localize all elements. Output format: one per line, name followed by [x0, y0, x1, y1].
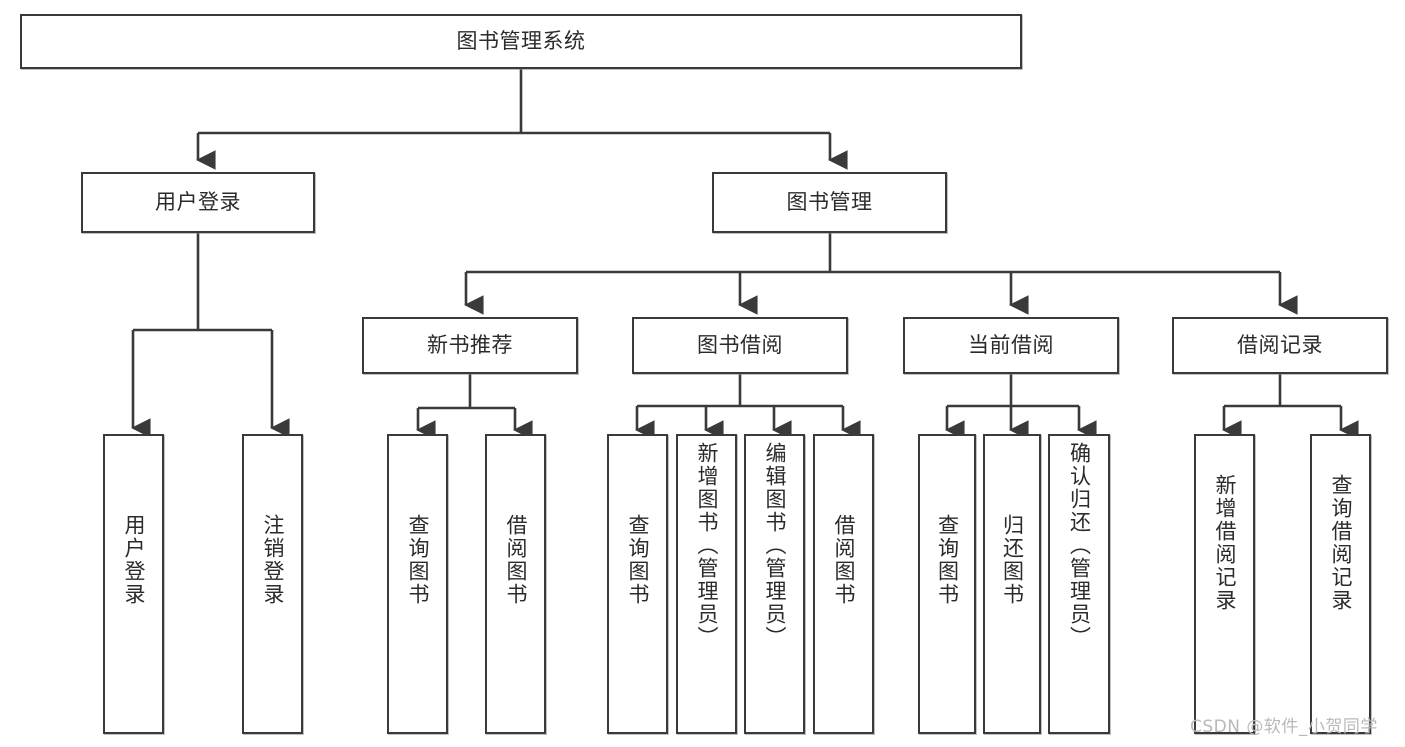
node-leaf-user-logout-label: 注销登录 — [261, 514, 285, 606]
node-leaf-borrow-book-1[interactable]: 借阅图书 — [485, 434, 546, 734]
node-leaf-return-book-label: 归还图书 — [1000, 514, 1025, 606]
node-leaf-return-book[interactable]: 归还图书 — [983, 434, 1041, 734]
node-leaf-user-login-label: 用户登录 — [122, 514, 146, 606]
node-leaf-user-logout[interactable]: 注销登录 — [242, 434, 303, 734]
node-root-label: 图书管理系统 — [456, 29, 586, 54]
node-root[interactable]: 图书管理系统 — [20, 14, 1022, 69]
node-leaf-query-book-1-label: 查询图书 — [406, 514, 430, 606]
node-leaf-borrow-book-2[interactable]: 借阅图书 — [813, 434, 874, 734]
node-leaf-edit-book-label: 编辑图书（管理员） — [763, 442, 787, 649]
node-leaf-query-book-3[interactable]: 查询图书 — [918, 434, 976, 734]
node-leaf-query-book-3-label: 查询图书 — [935, 514, 960, 606]
node-book-manage-label: 图书管理 — [786, 190, 873, 215]
node-current-borrow-label: 当前借阅 — [968, 333, 1054, 358]
node-leaf-add-record-label: 新增借阅记录 — [1213, 474, 1237, 612]
node-leaf-add-record[interactable]: 新增借阅记录 — [1194, 434, 1255, 734]
node-user-login-label: 用户登录 — [155, 190, 241, 215]
csdn-watermark: CSDN @软件_小贺同学 — [1190, 717, 1378, 737]
node-borrow-record-label: 借阅记录 — [1237, 333, 1323, 358]
node-user-login[interactable]: 用户登录 — [81, 172, 315, 233]
node-leaf-add-book-label: 新增图书（管理员） — [695, 442, 719, 649]
node-new-book-rec[interactable]: 新书推荐 — [362, 317, 578, 374]
node-book-borrow-label: 图书借阅 — [697, 333, 783, 358]
node-leaf-confirm-return[interactable]: 确认归还（管理员） — [1048, 434, 1110, 734]
node-leaf-query-record-label: 查询借阅记录 — [1329, 474, 1353, 612]
node-leaf-confirm-return-label: 确认归还（管理员） — [1067, 442, 1092, 649]
node-borrow-record[interactable]: 借阅记录 — [1172, 317, 1388, 374]
node-book-manage[interactable]: 图书管理 — [712, 172, 947, 233]
node-leaf-borrow-book-2-label: 借阅图书 — [832, 514, 856, 606]
node-leaf-query-book-2-label: 查询图书 — [626, 514, 650, 606]
node-leaf-edit-book[interactable]: 编辑图书（管理员） — [744, 434, 805, 734]
node-leaf-user-login[interactable]: 用户登录 — [103, 434, 164, 734]
node-leaf-add-book[interactable]: 新增图书（管理员） — [676, 434, 737, 734]
node-new-book-rec-label: 新书推荐 — [427, 333, 513, 358]
node-book-borrow[interactable]: 图书借阅 — [632, 317, 848, 374]
node-leaf-query-book-1[interactable]: 查询图书 — [387, 434, 448, 734]
node-leaf-query-record[interactable]: 查询借阅记录 — [1310, 434, 1371, 734]
node-leaf-borrow-book-1-label: 借阅图书 — [504, 514, 528, 606]
node-leaf-query-book-2[interactable]: 查询图书 — [607, 434, 668, 734]
node-current-borrow[interactable]: 当前借阅 — [903, 317, 1119, 374]
